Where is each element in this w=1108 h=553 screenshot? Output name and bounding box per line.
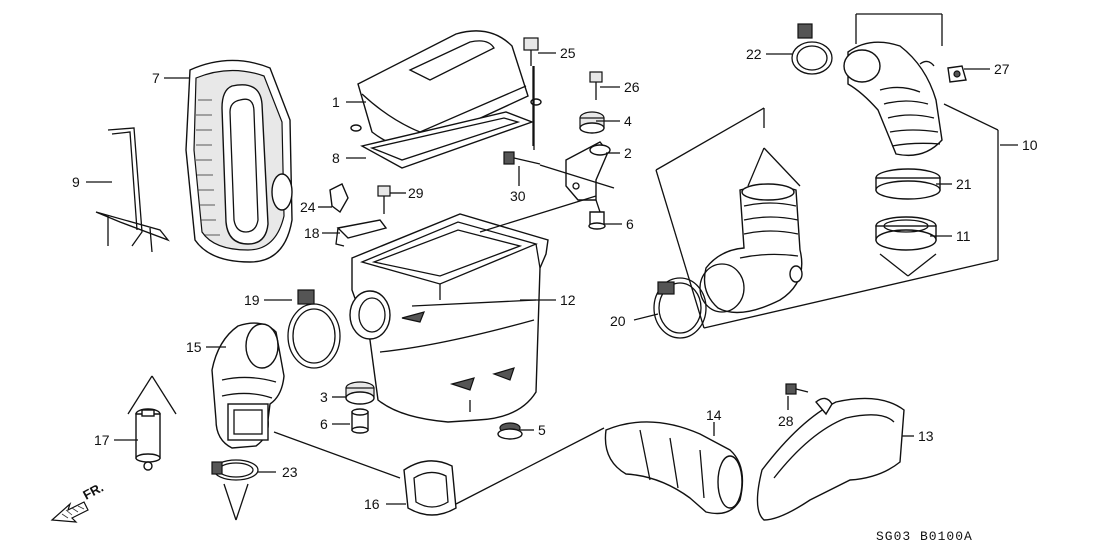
intake-duct-15 [211,322,285,449]
intake-hose-lower [699,183,803,314]
front-arrow-icon [50,501,89,523]
callout-19: 19 [244,292,260,308]
callout-10: 10 [1022,137,1038,153]
callout-6-upper: 6 [626,216,634,232]
callout-6-lower: 6 [320,416,328,432]
reference-lines [127,13,999,521]
cover-gasket [360,111,535,169]
ring-11 [875,216,937,251]
hose-clamp-20 [653,277,707,339]
callout-30: 30 [510,188,526,204]
callout-3: 3 [320,389,328,405]
hose-clamp-23 [211,459,259,481]
callout-16: 16 [364,496,380,512]
callout-1: 1 [332,94,340,110]
front-label: FR. [80,480,106,503]
collar-6-upper [588,211,606,230]
air-filter-element [185,59,293,263]
callout-29: 29 [408,185,424,201]
callout-24: 24 [300,199,316,215]
bolt-28 [785,383,809,395]
clip-24 [329,183,349,214]
collar-6-lower [351,408,369,434]
hose-clamp-19 [287,289,341,369]
seal-16 [403,460,457,516]
callout-4: 4 [624,113,632,129]
callout-14: 14 [706,407,722,423]
callout-7: 7 [152,70,160,86]
callout-15: 15 [186,339,202,355]
grommet-4 [579,111,605,134]
front-direction-indicator: FR. [50,480,106,523]
bracket-2 [565,141,611,213]
callout-13: 13 [918,428,934,444]
hose-clamp-22 [791,23,833,75]
callout-labels: 1 2 3 4 5 6 6 7 8 9 10 11 12 13 14 15 16… [72,45,1038,512]
callout-17: 17 [94,432,110,448]
bolt-25 [523,37,539,146]
callout-8: 8 [332,150,340,166]
callout-28: 28 [778,413,794,429]
band-21 [875,168,941,200]
callout-25: 25 [560,45,576,61]
leader-lines [86,52,1018,505]
callout-21: 21 [956,176,972,192]
callout-27: 27 [994,61,1010,77]
grommet-5 [497,422,523,440]
callout-22: 22 [746,46,762,62]
grommet-3 [345,381,375,405]
air-cleaner-case [349,213,549,423]
intake-duct-14 [604,421,744,515]
callout-9: 9 [72,174,80,190]
intake-hose-upper [843,41,943,157]
resonator-chamber-13 [756,397,905,521]
diagram-code: SG03 B0100A [876,529,973,544]
callout-23: 23 [282,464,298,480]
bracket-18 [335,219,388,247]
resonator-17 [135,408,161,471]
callout-26: 26 [624,79,640,95]
callout-20: 20 [610,313,626,329]
callout-2: 2 [624,145,632,161]
bolt-26 [589,71,603,100]
clip-27 [947,65,967,83]
callout-18: 18 [304,225,320,241]
callout-11: 11 [956,228,971,244]
bolt-29 [377,185,391,214]
callout-5: 5 [538,422,546,438]
wire-clip [95,127,170,253]
bolt-30 [503,151,541,165]
callout-12: 12 [560,292,576,308]
front-arrow-hatch [61,505,85,519]
